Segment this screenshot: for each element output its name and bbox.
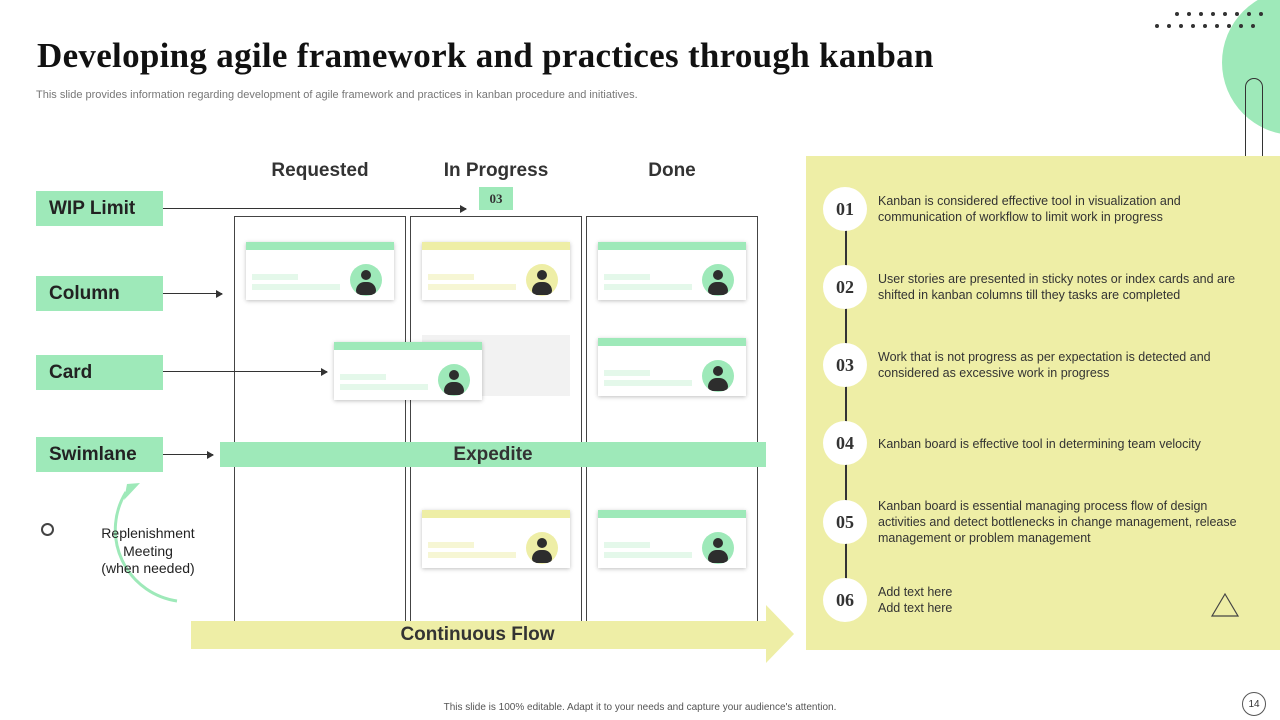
- column-header-done: Done: [648, 160, 696, 181]
- slide-footer: This slide is 100% editable. Adapt it to…: [443, 702, 837, 713]
- user-icon: [702, 360, 734, 392]
- card-color-bar: [598, 242, 746, 250]
- slide-title: Developing agile framework and practices…: [37, 36, 934, 75]
- arrow-swimlane: [163, 450, 214, 459]
- card-text-line: [604, 370, 650, 376]
- replenishment-arc: [113, 491, 178, 603]
- point-text-06: Add text here Add text here: [878, 585, 953, 615]
- card-text-line: [604, 380, 692, 386]
- card-text-line: [604, 274, 650, 280]
- replenishment-arrowhead: [124, 483, 140, 500]
- card-color-bar: [334, 342, 482, 350]
- user-icon: [438, 364, 470, 396]
- card-color-bar: [422, 510, 570, 518]
- swimlane-expedite: Expedite: [220, 442, 766, 467]
- kanban-card[interactable]: [598, 242, 746, 300]
- kanban-card-moving[interactable]: [334, 342, 482, 400]
- card-color-bar: [598, 338, 746, 346]
- card-color-bar: [598, 510, 746, 518]
- replenishment-cycle-arrow: [113, 483, 178, 603]
- point-number-06: 06: [823, 578, 867, 622]
- points-panel: [806, 156, 1280, 650]
- point-number-04: 04: [823, 421, 867, 465]
- continuous-flow-label: Continuous Flow: [400, 624, 555, 645]
- slide-subtitle: This slide provides information regardin…: [36, 89, 638, 101]
- user-icon: [526, 264, 558, 296]
- arrow-column: [163, 289, 223, 298]
- card-text-line: [428, 552, 516, 558]
- point-text-01: Kanban is considered effective tool in v…: [878, 194, 1181, 224]
- card-text-line: [428, 274, 474, 280]
- kanban-card[interactable]: [422, 510, 570, 568]
- point-number-03: 03: [823, 343, 867, 387]
- continuous-flow-arrow: [191, 605, 794, 663]
- label-card: Card: [36, 355, 163, 390]
- point-number-02: 02: [823, 265, 867, 309]
- arrow-card: [163, 367, 328, 376]
- card-text-line: [340, 374, 386, 380]
- column-header-requested: Requested: [271, 160, 369, 181]
- user-icon: [350, 264, 382, 296]
- triangle-outline-icon: [1210, 592, 1240, 617]
- card-text-line: [428, 542, 474, 548]
- page-number: 14: [1242, 692, 1266, 716]
- card-text-line: [604, 542, 650, 548]
- point-text-02: User stories are presented in sticky not…: [878, 272, 1236, 302]
- arrow-wip-limit: [163, 204, 467, 213]
- point-text-05: Kanban board is essential managing proce…: [878, 499, 1237, 545]
- card-color-bar: [246, 242, 394, 250]
- card-text-line: [252, 284, 340, 290]
- kanban-card[interactable]: [598, 510, 746, 568]
- user-icon: [526, 532, 558, 564]
- flow-arrow-shape: [191, 605, 794, 663]
- label-swimlane: Swimlane: [36, 437, 163, 472]
- point-number-01: 01: [823, 187, 867, 231]
- label-column: Column: [36, 276, 163, 311]
- points-timeline: [845, 209, 847, 599]
- card-text-line: [604, 284, 692, 290]
- card-text-line: [340, 384, 428, 390]
- user-icon: [702, 532, 734, 564]
- card-text-line: [428, 284, 516, 290]
- replenishment-bullet-icon: [41, 523, 54, 536]
- wip-limit-badge: 03: [479, 187, 513, 210]
- card-text-line: [604, 552, 692, 558]
- point-text-04: Kanban board is effective tool in determ…: [878, 437, 1201, 451]
- card-color-bar: [422, 242, 570, 250]
- column-header-in-progress: In Progress: [443, 160, 549, 181]
- kanban-card[interactable]: [598, 338, 746, 396]
- point-text-03: Work that is not progress as per expecta…: [878, 350, 1211, 380]
- label-wip-limit: WIP Limit: [36, 191, 163, 226]
- point-number-05: 05: [823, 500, 867, 544]
- kanban-card[interactable]: [246, 242, 394, 300]
- card-text-line: [252, 274, 298, 280]
- replenishment-meeting-label: Replenishment Meeting (when needed): [101, 525, 195, 576]
- kanban-card[interactable]: [422, 242, 570, 300]
- user-icon: [702, 264, 734, 296]
